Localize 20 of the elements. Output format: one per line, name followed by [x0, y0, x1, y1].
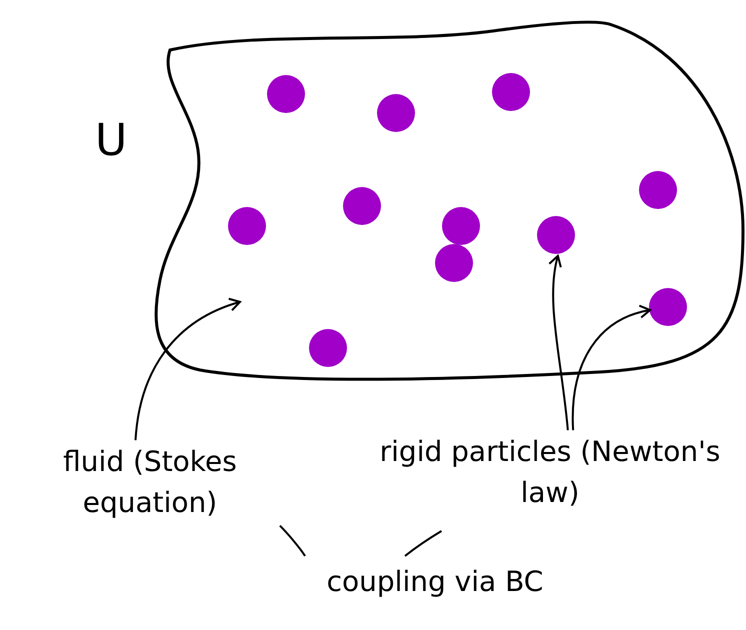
- particle-dot: [228, 207, 266, 245]
- particle-dot: [649, 288, 687, 326]
- leader-line: [404, 530, 442, 557]
- domain-label: U: [95, 115, 128, 166]
- annotation-text: fluid (Stokes equation): [5, 442, 295, 532]
- particle-dot: [639, 171, 677, 209]
- particle-dot: [435, 244, 473, 282]
- particle-dot: [309, 329, 347, 367]
- particle-dot: [537, 216, 575, 254]
- leader-arrow: [572, 305, 652, 430]
- leader-line: [279, 525, 306, 557]
- particle-dot: [267, 75, 305, 113]
- leader-arrow: [134, 298, 241, 440]
- particle-dot: [343, 187, 381, 225]
- particle-dot: [492, 73, 530, 111]
- annotation-text: coupling via BC: [245, 562, 625, 612]
- leader-arrow: [548, 254, 569, 430]
- annotation-text: rigid particles (Newton's law): [375, 432, 725, 522]
- particle-dot: [377, 94, 415, 132]
- particle-dot: [442, 207, 480, 245]
